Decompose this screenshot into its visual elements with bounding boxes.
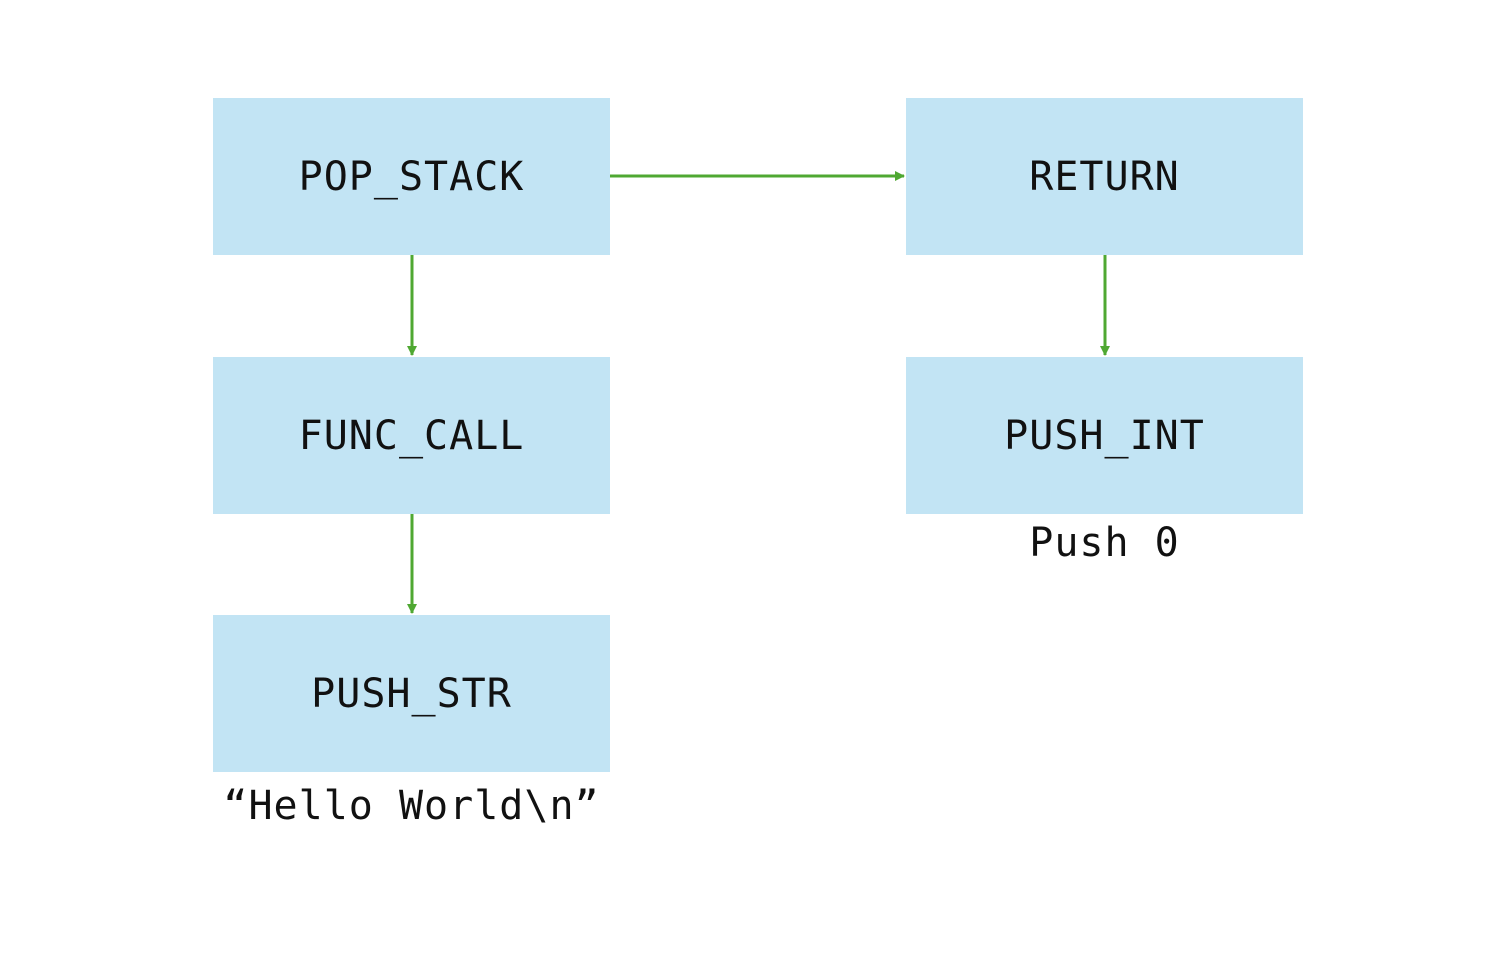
caption-push-str: “Hello World\n” [223,783,600,829]
node-label: PUSH_STR [311,670,512,717]
node-push-int: PUSH_INT [906,357,1303,514]
node-func-call: FUNC_CALL [213,357,610,514]
node-label: POP_STACK [298,153,525,200]
node-label: PUSH_INT [1004,412,1205,459]
node-return: RETURN [906,98,1303,255]
node-push-str: PUSH_STR [213,615,610,772]
node-pop-stack: POP_STACK [213,98,610,255]
node-label: FUNC_CALL [298,412,525,459]
caption-push-int: Push 0 [1029,520,1180,566]
node-label: RETURN [1029,153,1180,200]
